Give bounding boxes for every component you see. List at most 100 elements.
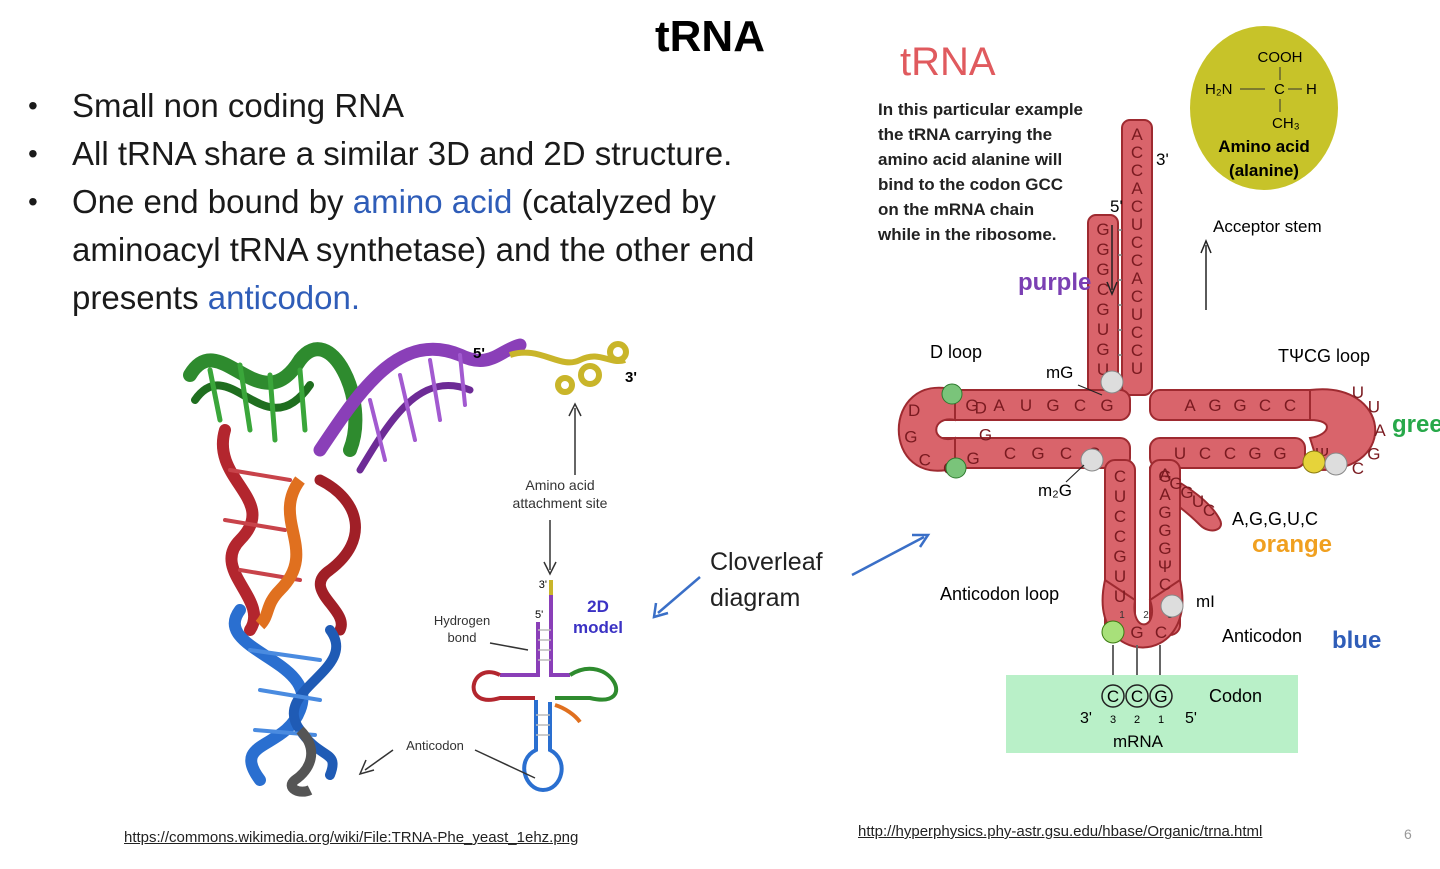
base-acceptor_3_strand-5: U [1131, 215, 1143, 234]
2d-anticodon-arm [522, 700, 564, 793]
base-anticodon_right-6: C [1159, 575, 1171, 594]
base-d_loop_top-1: A [993, 396, 1005, 415]
2d-t-arm [555, 666, 619, 702]
purple-label: purple [1018, 269, 1091, 296]
psi-base-circle [1324, 452, 1348, 476]
base-acceptor_3_strand-8: A [1131, 269, 1143, 288]
mrna-box: Codon 3' 5' mRNA [1006, 645, 1298, 753]
mi-base-circle [1160, 594, 1184, 618]
arrow-to-cloverleaf [851, 535, 925, 577]
base-anticodon_left-0: C [1114, 467, 1126, 486]
blue-label: blue [1332, 627, 1381, 654]
base-acceptor_3_strand-1: C [1131, 143, 1143, 162]
3d-orange-loop [255, 476, 306, 630]
bullet-3-pre: One end bound by [72, 183, 353, 220]
d-loop-label: D loop [930, 342, 982, 362]
base-acceptor_5_strand-6: G [1096, 340, 1109, 359]
source-link-left[interactable]: https://commons.wikimedia.org/wiki/File:… [124, 829, 579, 846]
base-t_loop_bottom-4: G [1273, 444, 1286, 463]
mrna-label: mRNA [1113, 732, 1164, 751]
5prime-arrowhead [1106, 281, 1118, 296]
bullet-2-text: All tRNA share a similar 3D and 2D struc… [72, 135, 733, 172]
2d-anticodon-hbonds [536, 714, 550, 736]
base-acceptor_3_strand-6: C [1131, 233, 1143, 252]
trna-3d-model-figure: 5' 3' Amino acid attachment site 3' 5' 2… [183, 338, 637, 797]
2d-acceptor-stem [500, 595, 570, 677]
bullet-3: One end bound by amino acid (catalyzed b… [28, 178, 868, 322]
base-acceptor_3_strand-13: U [1131, 359, 1143, 378]
cloverleaf-label-text: Cloverleaf diagram [710, 548, 823, 612]
base-acceptor_3_strand-7: C [1131, 251, 1143, 270]
base-variable_loop-1: G [1169, 474, 1182, 493]
base-t_loop_right-2: A [1374, 421, 1386, 440]
base-d_loop_top-4: C [1074, 396, 1086, 415]
acceptor-5prime: 5' [1110, 197, 1123, 216]
codon-circle-1 [1125, 684, 1149, 708]
d-loop-body [897, 386, 956, 472]
m2g-label: m₂G [1038, 481, 1072, 500]
anticodon-position-0: 1 [1119, 610, 1125, 621]
page-number: 6 [1404, 826, 1412, 842]
base-anticodon_left-4: G [1113, 547, 1126, 566]
codon-circle-0 [1101, 684, 1125, 708]
codon-label: Codon [1209, 686, 1262, 706]
3d-5prime-label: 5' [473, 345, 485, 362]
base-d_loop_top-5: G [1100, 396, 1113, 415]
m2g-base-circle [1080, 448, 1104, 472]
base-d_loop_left-6: D [975, 399, 987, 418]
base-acceptor_5_strand-0: G [1096, 220, 1109, 239]
codon-base-0: C [1107, 687, 1119, 706]
aa-site-arrowhead-down [543, 561, 557, 576]
bullet-2: All tRNA share a similar 3D and 2D struc… [28, 130, 868, 178]
aa-label-1: Amino acid [1218, 137, 1310, 156]
aa-h: H [1306, 81, 1317, 98]
desc-line-1: In this particular example [878, 100, 1083, 119]
slide-title: tRNA [655, 12, 765, 61]
base-t_loop_bottom-3: G [1248, 444, 1261, 463]
acceptor-arrowhead [1200, 239, 1212, 254]
anticodon-label-3d: Anticodon [406, 738, 464, 753]
hbond-label-1: Hydrogen [434, 613, 490, 628]
aa-site-arrowhead-up [568, 402, 582, 417]
base-t_loop_right-3: G [1367, 445, 1380, 464]
aa-cooh: COOH [1258, 49, 1303, 66]
amino-acid-link[interactable]: amino acid [352, 183, 513, 220]
base-t_loop_right-4: C [1352, 459, 1364, 478]
source-link-right[interactable]: http://hyperphysics.phy-astr.gsu.edu/hba… [858, 823, 1263, 840]
base-anticodon_right-0: G [1158, 467, 1171, 486]
arrowhead-to-2d [652, 602, 669, 619]
base-acceptor_3_strand-4: C [1131, 197, 1143, 216]
3d-3prime-label: 3' [625, 369, 637, 386]
codon-position-1: 2 [1134, 714, 1140, 726]
aa-label-2: (alanine) [1229, 161, 1299, 180]
base-anticodon_left-3: C [1114, 527, 1126, 546]
mg-label: mG [1046, 363, 1073, 382]
2d-model-label-1: 2D [587, 597, 609, 616]
base-anticodon_right-4: G [1158, 539, 1171, 558]
base-anticodon_bases-1: G [1130, 623, 1143, 642]
codon-base-2: G [1154, 687, 1167, 706]
base-t_loop_top-4: C [1284, 396, 1296, 415]
acceptor-stem-label: Acceptor stem [1213, 217, 1322, 236]
base-d_loop_left-4: G [967, 449, 980, 468]
mrna-background [1006, 675, 1298, 753]
bullet-1-text: Small non coding RNA [72, 87, 404, 124]
hbond-label-2: bond [448, 630, 477, 645]
desc-line-3: amino acid alanine will [878, 150, 1062, 169]
desc-line-6: while in the ribosome. [877, 225, 1057, 244]
base-t_loop_bottom-1: C [1199, 444, 1211, 463]
mrna-3prime: 3' [1080, 710, 1092, 727]
anticodon-link[interactable]: anticodon. [207, 279, 361, 316]
aa-site-label-1: Amino acid [525, 477, 594, 493]
cloverleaf-description: In this particular example the tRNA carr… [877, 100, 1083, 244]
2d-model-diagram: 3' 5' [471, 579, 619, 793]
hbond-arrow [489, 642, 529, 651]
codon-position-2: 1 [1158, 714, 1164, 726]
cloverleaf-body [897, 119, 1376, 649]
desc-line-2: the tRNA carrying the [878, 125, 1052, 144]
cloverleaf-arrows [652, 533, 931, 619]
base-anticodon_right-3: G [1158, 521, 1171, 540]
base-variable_loop-3: U [1192, 492, 1204, 511]
base-anticodon_right-2: G [1158, 503, 1171, 522]
